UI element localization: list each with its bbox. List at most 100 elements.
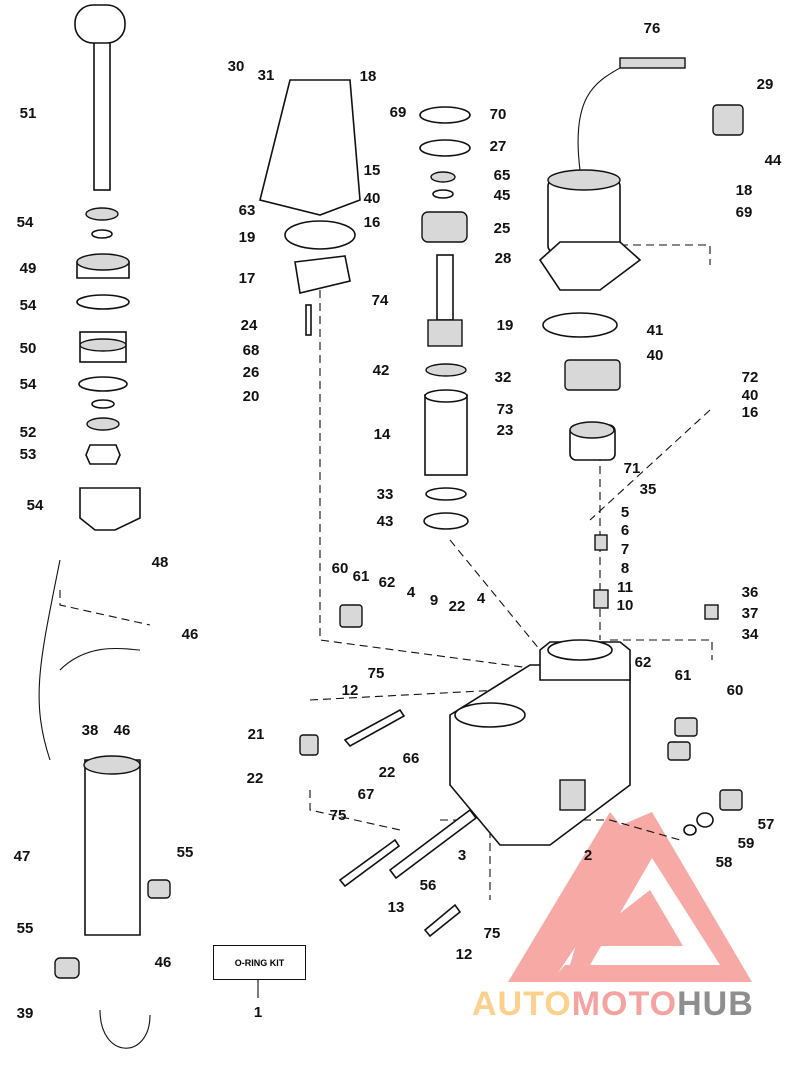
- part-number-label: 40: [364, 190, 381, 207]
- part-number-label: 69: [736, 204, 753, 221]
- part-number-label: 73: [497, 401, 514, 418]
- part-number-label: 40: [647, 347, 664, 364]
- part-number-label: 25: [494, 220, 511, 237]
- watermark-hub: HUB: [677, 985, 754, 1023]
- part-number-label: 60: [727, 682, 744, 699]
- part-number-label: 32: [495, 369, 512, 386]
- part-number-label: 28: [495, 250, 512, 267]
- part-number-label: 63: [239, 202, 256, 219]
- watermark-logo: [508, 812, 752, 982]
- part-number-label: 24: [241, 317, 258, 334]
- part-number-label: 46: [155, 954, 172, 971]
- part-number-label: 30: [228, 58, 245, 75]
- part-number-label: 54: [20, 297, 37, 314]
- part-number-label: 43: [377, 513, 394, 530]
- part-number-label: 55: [177, 844, 194, 861]
- part-number-label: 8: [621, 560, 629, 577]
- part-number-label: 46: [182, 626, 199, 643]
- part-number-label: 57: [758, 816, 775, 833]
- part-number-label: 75: [484, 925, 501, 942]
- o-ring-kit-box: O-RING KIT: [213, 945, 306, 980]
- part-number-label: 75: [368, 665, 385, 682]
- part-number-label: 3: [458, 847, 466, 864]
- part-number-label: 17: [239, 270, 256, 287]
- part-number-label: 22: [379, 764, 396, 781]
- o-ring-kit-label: O-RING KIT: [234, 957, 285, 968]
- part-number-label: 40: [742, 387, 759, 404]
- part-number-label: 23: [497, 422, 514, 439]
- part-number-label: 35: [640, 481, 657, 498]
- part-number-label: 62: [635, 654, 652, 671]
- part-number-label: 62: [379, 574, 396, 591]
- part-number-label: 7: [621, 541, 629, 558]
- part-number-label: 12: [456, 946, 473, 963]
- part-number-label: 38: [82, 722, 99, 739]
- part-number-label: 68: [243, 342, 260, 359]
- part-number-label: 51: [20, 105, 37, 122]
- kit-part-number: 1: [254, 1004, 262, 1021]
- part-number-label: 42: [373, 362, 390, 379]
- part-number-label: 6: [621, 522, 629, 539]
- part-number-label: 61: [353, 568, 370, 585]
- part-number-label: 49: [20, 260, 37, 277]
- part-number-label: 56: [420, 877, 437, 894]
- part-number-label: 65: [494, 167, 511, 184]
- part-number-label: 16: [742, 404, 759, 421]
- part-number-label: 47: [14, 848, 31, 865]
- part-number-label: 50: [20, 340, 37, 357]
- part-number-label: 61: [675, 667, 692, 684]
- part-number-label: 52: [20, 424, 37, 441]
- part-number-label: 19: [239, 229, 256, 246]
- part-number-label: 74: [372, 292, 389, 309]
- part-number-label: 55: [17, 920, 34, 937]
- part-number-label: 69: [390, 104, 407, 121]
- part-number-label: 39: [17, 1005, 34, 1022]
- part-number-label: 27: [490, 138, 507, 155]
- part-number-label: 10: [617, 597, 634, 614]
- part-number-label: 54: [27, 497, 44, 514]
- part-number-label: 44: [765, 152, 782, 169]
- part-shapes: [38, 4, 744, 1049]
- part-number-label: 58: [716, 854, 733, 871]
- assembly-lines: [59, 244, 713, 900]
- part-number-label: 15: [364, 162, 381, 179]
- part-number-label: 2: [584, 847, 592, 864]
- watermark-auto: AUTO: [472, 985, 572, 1023]
- part-number-label: 76: [644, 20, 661, 37]
- part-number-label: 5: [621, 504, 629, 521]
- part-number-label: 11: [617, 579, 633, 596]
- part-number-label: 13: [388, 899, 405, 916]
- part-number-label: 4: [477, 590, 486, 607]
- part-number-label: 19: [497, 317, 514, 334]
- watermark-moto: MOTO: [571, 985, 678, 1023]
- part-number-label: 60: [332, 560, 349, 577]
- part-number-label: 48: [152, 554, 169, 571]
- part-number-label: 16: [364, 214, 381, 231]
- part-number-label: 71: [624, 460, 641, 477]
- part-number-label: 4: [407, 584, 416, 601]
- part-number-label: 59: [738, 835, 755, 852]
- part-number-label: 22: [449, 598, 466, 615]
- part-number-label: 34: [742, 626, 759, 643]
- part-number-label: 66: [403, 750, 420, 767]
- part-number-label: 36: [742, 584, 759, 601]
- watermark-text: AUTOMOTOHUB: [472, 985, 754, 1024]
- part-number-label: 45: [494, 187, 511, 204]
- part-number-label: 33: [377, 486, 394, 503]
- part-number-label: 29: [757, 76, 774, 93]
- part-number-label: 70: [490, 106, 507, 123]
- part-number-label: 12: [342, 682, 359, 699]
- part-number-label: 9: [430, 592, 438, 609]
- part-number-label: 46: [114, 722, 131, 739]
- part-number-label: 26: [243, 364, 260, 381]
- part-number-label: 21: [248, 726, 265, 743]
- part-number-label: 67: [358, 786, 375, 803]
- part-number-label: 18: [736, 182, 753, 199]
- part-number-label: 54: [20, 376, 37, 393]
- part-number-label: 22: [247, 770, 264, 787]
- part-number-label: 53: [20, 446, 37, 463]
- part-number-label: 72: [742, 369, 759, 386]
- part-number-label: 75: [330, 807, 347, 824]
